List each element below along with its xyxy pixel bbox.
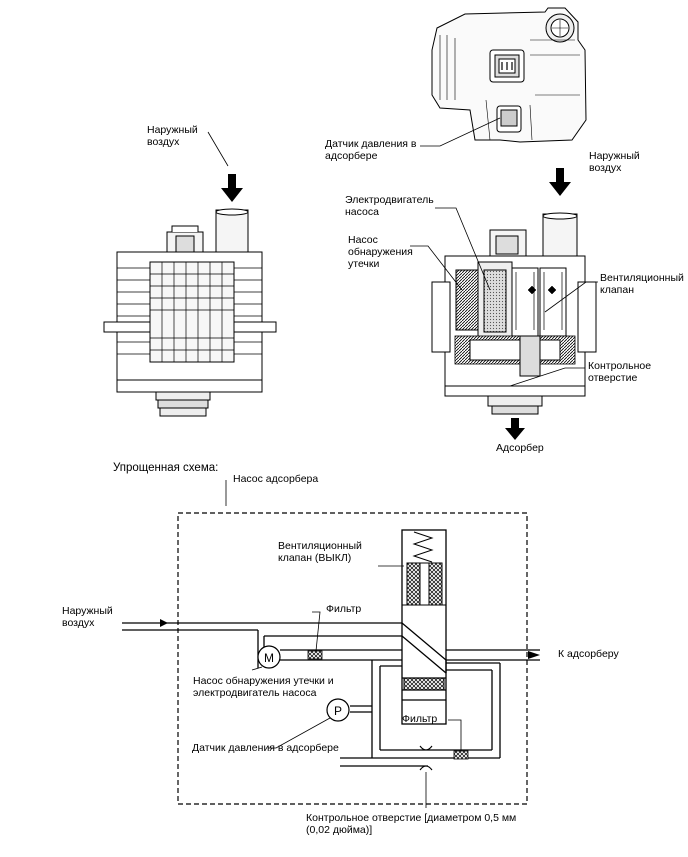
outside-air-right-label: Наружный воздух — [589, 150, 640, 174]
orifice-symbol — [419, 745, 433, 751]
schematic-diagram — [122, 480, 540, 808]
filter-top-label: Фильтр — [326, 603, 362, 615]
pump-cutaway-view — [431, 212, 597, 415]
to-canister-label: К адсорберу — [558, 648, 619, 660]
pump-top-view — [431, 7, 587, 143]
pump-motor-symbol — [257, 645, 281, 669]
filter-top — [307, 650, 323, 660]
schematic-heading: Упрощенная схема: — [113, 462, 219, 474]
vent-valve-off-label: Вентиляционный клапан (ВЫКЛ) — [278, 540, 362, 564]
vent-valve-label: Вентиляционный клапан — [600, 272, 684, 296]
orifice-label: Контрольное отверстие [диаметром 0,5 мм … — [306, 812, 517, 836]
outside-air-left-label: Наружный воздух — [147, 124, 198, 148]
leader-lines-top — [207, 117, 598, 387]
airflow-arrows — [221, 168, 571, 440]
pressure-sensor-symbol — [326, 698, 350, 722]
filter-bottom — [453, 750, 469, 760]
vent-valve-body — [401, 529, 447, 725]
pump-and-motor-label: Насос обнаружения утечки и электродвигат… — [193, 675, 334, 699]
to-canister-arrowhead — [528, 651, 540, 659]
schematic-pressure-sensor-label: Датчик давления в адсорбере — [192, 742, 339, 754]
canister-label: Адсорбер — [496, 442, 544, 454]
vent-valve-spring — [412, 531, 434, 563]
pump-exterior-view — [103, 208, 277, 417]
reference-orifice-label: Контрольное отверстие — [588, 360, 652, 384]
canister-pump-title: Насос адсорбера — [233, 473, 319, 485]
sensor-symbol-label: P — [334, 704, 342, 718]
motor-symbol-label: M — [264, 651, 274, 665]
pressure-sensor-label: Датчик давления в адсорбере — [325, 138, 417, 162]
filter-bottom-label: Фильтр — [402, 713, 438, 725]
leak-pump-label: Насос обнаружения утечки — [348, 234, 413, 270]
pump-motor-label: Электродвигатель насоса — [345, 194, 434, 218]
schematic-outside-air-label: Наружный воздух — [62, 605, 113, 629]
